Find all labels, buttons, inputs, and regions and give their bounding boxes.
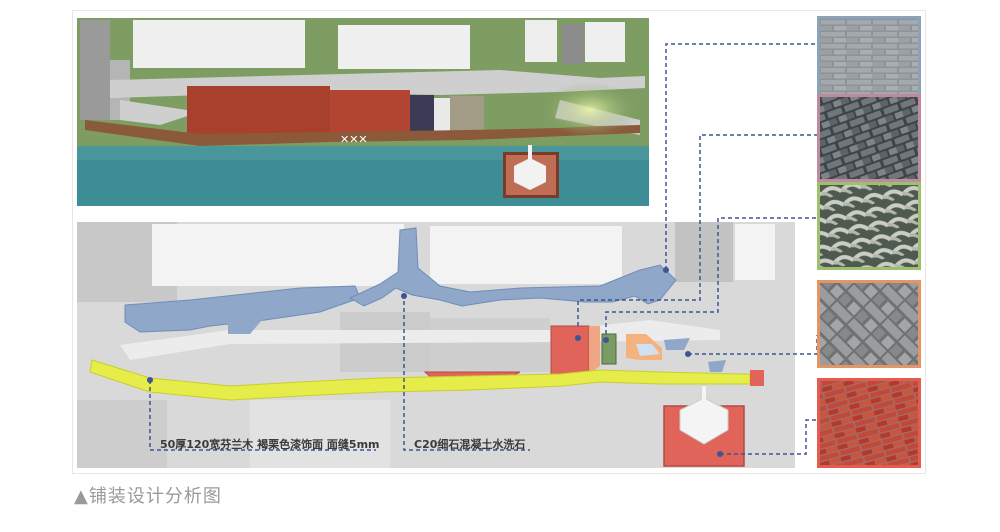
building (430, 226, 622, 284)
pavilion (679, 397, 729, 445)
blue-paving-zone (348, 227, 677, 307)
red-paving-zone (550, 325, 590, 377)
red-building (187, 86, 330, 134)
blue-paving-zone (124, 285, 361, 333)
building (152, 224, 404, 286)
material-swatch-tile-roof-stone (817, 182, 921, 270)
material-swatch-gray-brick (817, 16, 921, 104)
annotation-wood-paving: 50厚120宽芬兰木 褐栗色漆饰面 面缝5mm (160, 438, 380, 451)
annotation-washed-stone: C20细石混凝土水洗石 (414, 438, 526, 451)
leader-dots (147, 267, 723, 457)
wooden-walkway (85, 120, 640, 146)
building (735, 224, 775, 280)
building (585, 22, 625, 62)
building (525, 20, 557, 62)
material-swatch-herringbone-brick (817, 280, 921, 368)
figure-caption: ▲铺装设计分析图 (74, 486, 222, 507)
svg-text:✕✕✕: ✕✕✕ (340, 133, 368, 146)
building (133, 20, 305, 68)
bottom-analysis-plan (77, 222, 795, 468)
material-swatch-red-brick (817, 378, 921, 468)
pavilion (514, 158, 546, 190)
leader-lines (149, 43, 818, 455)
top-site-plan: ✕✕✕ (77, 18, 649, 206)
building (338, 25, 470, 69)
material-swatch-gray-cobble (817, 94, 921, 182)
